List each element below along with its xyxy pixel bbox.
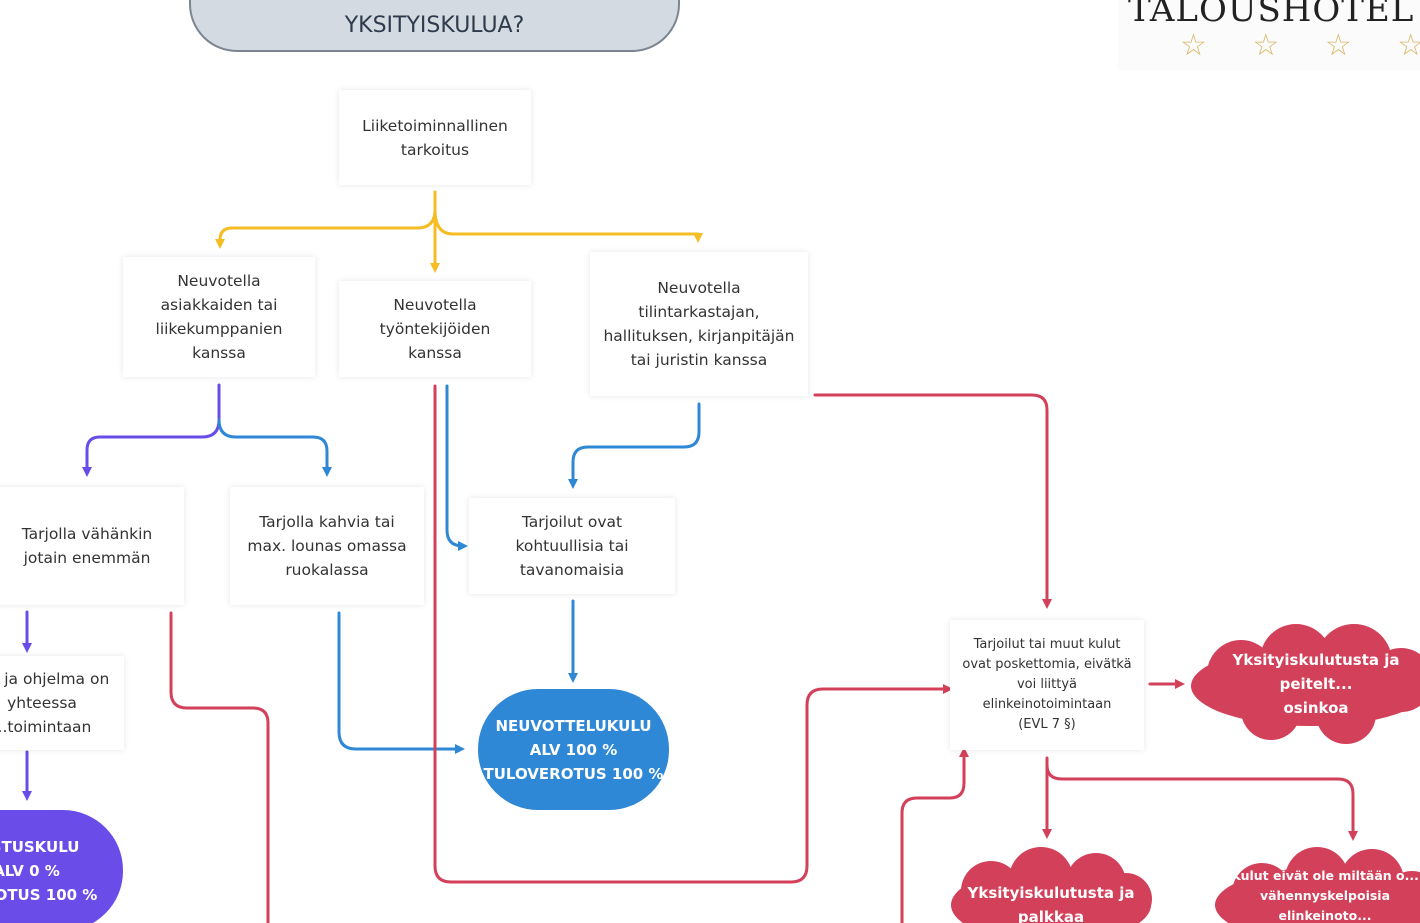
- title-text: YKSITYISKULUA?: [344, 13, 525, 38]
- yellow-connectors: [215, 190, 703, 273]
- node-negotiate-advisors: Neuvotella tilintarkastajan, hallituksen…: [590, 252, 808, 396]
- node-more-offered: Tarjolla vähänkin jotain enemmän: [0, 487, 184, 605]
- title-banner: YKSITYISKULUA?: [189, 0, 680, 52]
- purple-connectors: [22, 383, 221, 801]
- node-negotiate-customers: Neuvotella asiakkaiden tai liikekumppani…: [123, 257, 315, 377]
- outcome-cloud-non-deductible-shape: [1215, 847, 1420, 923]
- brand-logo: TALOUSHOTEL ☆ ☆ ☆ ☆ ☆: [1118, 0, 1420, 70]
- outcome-salary: Yksityiskulutusta ja palkkaa: [967, 884, 1135, 923]
- outcome-hidden-dividend: Yksityiskulutusta ja peitelt... osinkoa: [1232, 651, 1400, 717]
- node-business-purpose: Liiketoiminnallinen tarkoitus: [339, 90, 531, 185]
- outcome-entertainment-expense: ...STUSKULU ALV 0 % ...EROTUS 100 %: [0, 810, 123, 923]
- outcome-non-deductible: Kulut eivät ole miltään o... vähennyskel…: [1231, 868, 1419, 923]
- star-rating-icon: ☆ ☆ ☆ ☆ ☆: [1180, 28, 1420, 63]
- logo-wordmark: TALOUSHOTEL: [1128, 0, 1415, 30]
- node-coffee-lunch: Tarjolla kahvia tai max. lounas omassa r…: [230, 487, 424, 605]
- red-connectors: [169, 384, 1358, 923]
- outcome-negotiation-expense: NEUVOTTELUKULU ALV 100 % TULOVEROTUS 100…: [478, 689, 669, 810]
- blue-connectors: [217, 384, 701, 754]
- node-program-related: ...n ja ohjelma on yhteessa ...toimintaa…: [0, 656, 124, 750]
- node-extravagant-costs: Tarjoilut tai muut kulut ovat poskettomi…: [950, 620, 1144, 750]
- node-negotiate-employees: Neuvotella työntekijöiden kanssa: [339, 281, 531, 377]
- node-reasonable-offerings: Tarjoilut ovat kohtuullisia tai tavanoma…: [469, 498, 675, 594]
- outcome-cloud-salary-shape: [951, 847, 1152, 923]
- outcome-cloud-hidden-dividend-shape: [1191, 624, 1420, 744]
